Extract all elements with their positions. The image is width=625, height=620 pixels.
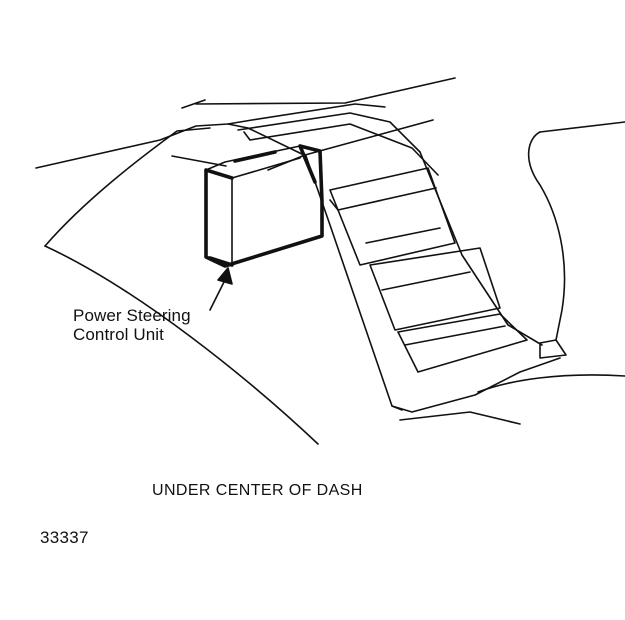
dash-left-edge [44,127,211,247]
figure-number: 33337 [40,528,89,547]
dash-top-contour [35,103,386,169]
callout-line-1: Power Steering [73,306,191,325]
callout-arrowhead [217,267,233,285]
console-bezel-inner [243,123,439,176]
upper-opening-shelf [365,227,441,244]
console-base [391,357,561,413]
windshield-line [181,77,456,109]
control-unit-box [204,144,324,268]
callout-label: Power Steering Control Unit [73,306,191,344]
diagram-caption: UNDER CENTER OF DASH [152,482,363,499]
console-outer-edge [227,123,403,411]
right-pillar [527,131,566,341]
floor-curve [477,374,625,393]
middle-opening [369,247,501,331]
floor-line [399,411,521,425]
opening-divider-1 [329,187,437,211]
bracket-left [171,155,227,167]
callout-line-2: Control Unit [73,325,164,344]
console-front-panel [267,119,434,171]
right-pillar-top [539,121,625,133]
console-rim-top [237,112,421,153]
upper-opening [329,167,456,266]
control-unit-top [205,145,301,171]
opening-divider-3 [404,325,506,346]
lower-left-curve [44,245,319,445]
lower-opening [397,313,528,373]
callout-leader [209,277,227,311]
opening-divider-2 [381,271,471,291]
control-unit-face [231,157,301,266]
right-floor-tab [539,339,567,359]
